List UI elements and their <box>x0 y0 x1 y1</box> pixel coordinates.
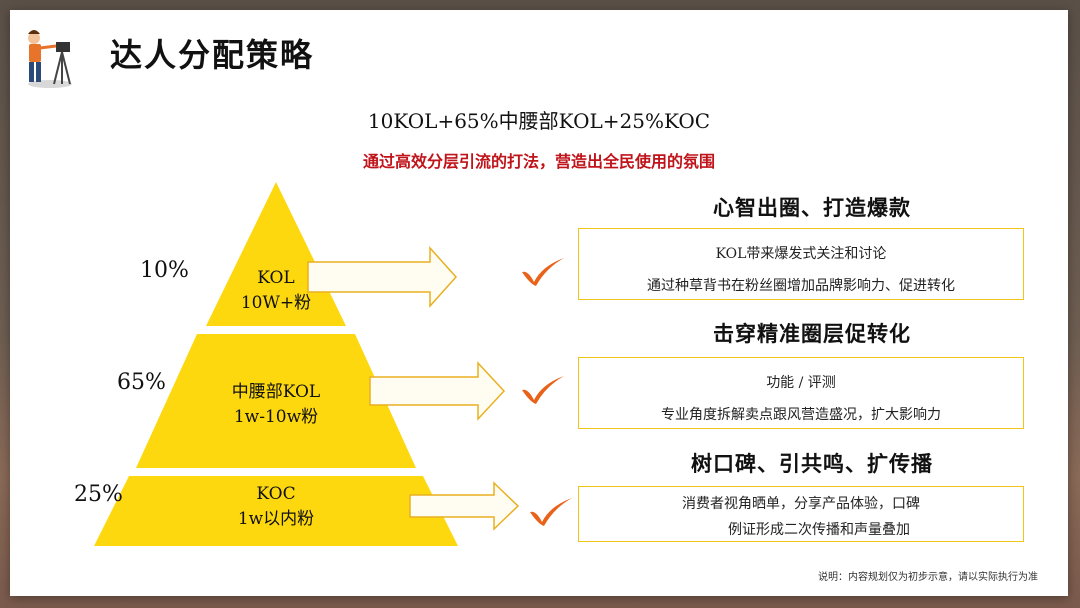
slide: 达人分配策略 10KOL+65%中腰部KOL+25%KOC 通过高效分层引流的打… <box>10 10 1068 596</box>
section-line: 通过种草背书在粉丝圈增加品牌影响力、促进转化 <box>647 278 955 294</box>
pyramid-tier-middle <box>136 334 416 468</box>
section-line: 功能 / 评测 <box>766 375 836 391</box>
section-box: KOL带来爆发式关注和讨论 通过种草背书在粉丝圈增加品牌影响力、促进转化 <box>578 228 1024 300</box>
tier-name: KOC <box>256 484 296 504</box>
page-title: 达人分配策略 <box>110 36 315 74</box>
tier-label: 中腰部KOL 1w-10w粉 <box>196 380 356 430</box>
tier-name: 中腰部KOL <box>231 382 321 402</box>
section-title: 心智出圈、打造爆款 <box>713 196 911 220</box>
arrow-right-icon <box>409 481 520 531</box>
section-box: 功能 / 评测 专业角度拆解卖点跟风营造盛况，扩大影响力 <box>578 357 1024 429</box>
section-line: KOL带来爆发式关注和讨论 <box>715 246 887 262</box>
tier-percent: 25% <box>74 482 123 507</box>
section-title: 击穿精准圈层促转化 <box>713 322 911 346</box>
tier-fans: 1w-10w粉 <box>233 407 319 427</box>
footnote: 说明：内容规划仅为初步示意，请以实际执行为准 <box>818 572 1038 583</box>
strategy-subtitle: 通过高效分层引流的打法，营造出全民使用的氛围 <box>362 152 715 171</box>
section-line: 专业角度拆解卖点跟风营造盛况，扩大影响力 <box>661 407 941 423</box>
section-line: 消费者视角晒单，分享产品体验，口碑 <box>682 496 920 512</box>
tier-percent: 65% <box>117 370 166 395</box>
pyramid-tier-bottom <box>94 476 458 546</box>
check-icon <box>522 376 564 404</box>
tier-label: KOL 10W+粉 <box>206 266 346 316</box>
tier-label: KOC 1w以内粉 <box>196 482 356 532</box>
camera-operator-icon <box>28 30 72 88</box>
arrow-right-icon <box>369 361 506 421</box>
strategy-formula: 10KOL+65%中腰部KOL+25%KOC <box>367 109 711 133</box>
section-box: 消费者视角晒单，分享产品体验，口碑 例证形成二次传播和声量叠加 <box>578 486 1024 542</box>
tier-fans: 10W+粉 <box>240 293 312 313</box>
check-icon <box>530 498 572 526</box>
pyramid-graphic <box>94 182 572 546</box>
tier-name: KOL <box>257 268 295 288</box>
check-icon <box>522 258 564 286</box>
arrow-right-icon <box>307 246 458 308</box>
tier-fans: 1w以内粉 <box>237 509 315 529</box>
tier-percent: 10% <box>140 258 189 283</box>
section-line: 例证形成二次传播和声量叠加 <box>728 522 910 538</box>
section-title: 树口碑、引共鸣、扩传播 <box>691 452 933 476</box>
